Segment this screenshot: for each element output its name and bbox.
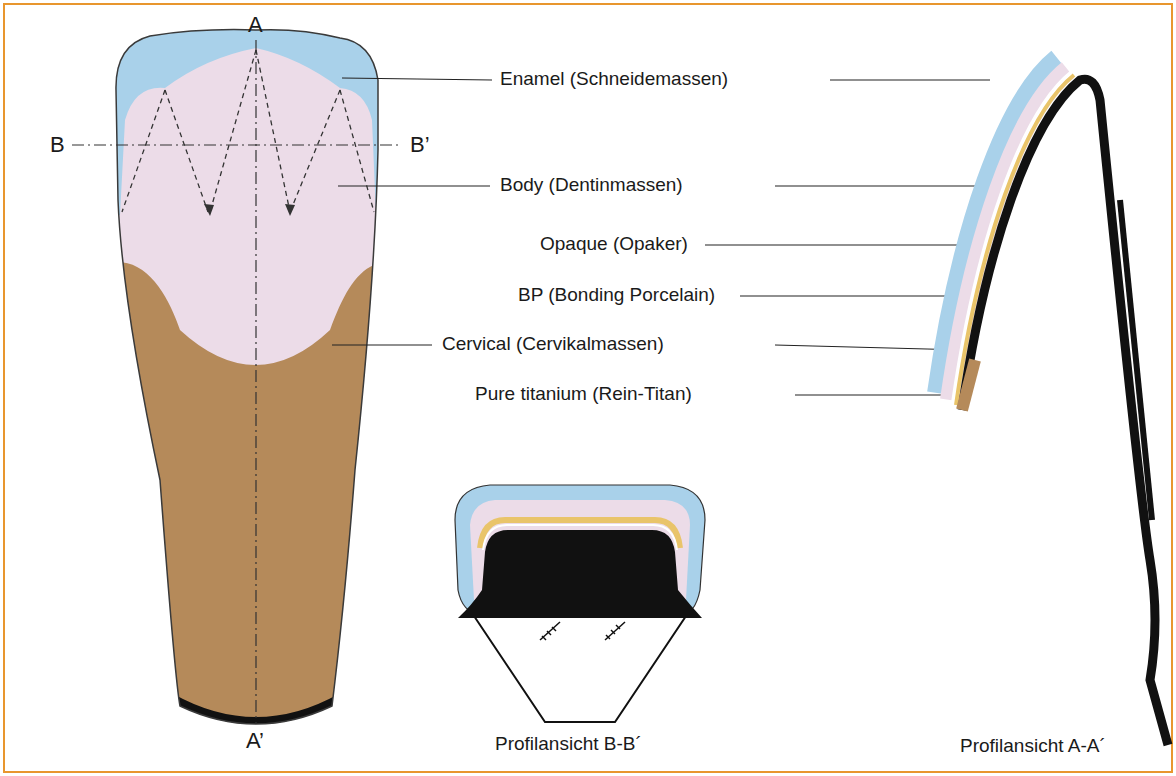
tooth-front-view [100,20,400,760]
leader-lines [332,78,990,395]
section-letter: A [248,12,263,38]
dashed-arrows [122,50,374,212]
section-line-b [72,144,402,145]
part-label: Opaque (Opaker) [540,233,688,256]
profile-b-view [455,485,705,722]
frame [4,4,1172,772]
section-letter: B [50,132,65,158]
part-label: Enamel (Schneidemassen) [500,68,728,91]
part-label: Cervical (Cervikalmassen) [442,333,664,356]
view-caption: Profilansicht A-A´ [960,735,1106,758]
section-letter: A’ [246,728,264,754]
profile-a-view [944,64,1168,745]
part-label: BP (Bonding Porcelain) [518,284,715,307]
view-caption: Profilansicht B-B´ [495,733,642,756]
section-letter: B’ [410,132,430,158]
part-label: Body (Dentinmassen) [500,174,683,197]
section-line-a [255,40,256,724]
part-label: Pure titanium (Rein-Titan) [475,383,692,406]
